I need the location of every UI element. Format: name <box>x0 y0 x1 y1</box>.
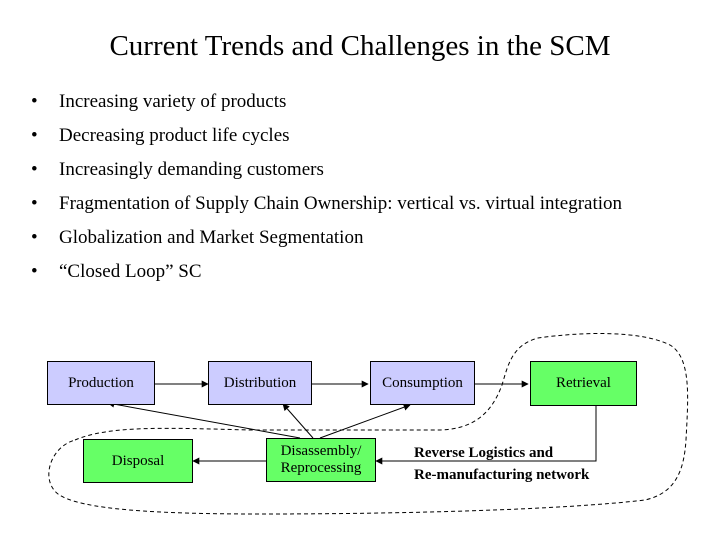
bullet-item: • “Closed Loop” SC <box>28 260 698 284</box>
production-label: Production <box>68 374 134 391</box>
bullet-item: • Increasing variety of products <box>28 90 698 114</box>
bullet-list: • Increasing variety of products • Decreas… <box>28 90 698 294</box>
reprocessing-label: Reprocessing <box>280 460 362 476</box>
arrow-disassembly-consumption <box>319 403 411 439</box>
arrow-disassembly-distribution <box>282 403 314 439</box>
disposal-box: Disposal <box>83 439 193 483</box>
arrow-retrieval-disassembly <box>375 406 597 465</box>
bullet-text: Globalization and Market Segmentation <box>59 227 364 248</box>
bullet-item: • Globalization and Market Segmentation <box>28 226 698 250</box>
disposal-label: Disposal <box>111 452 165 469</box>
bullet-marker: • <box>31 159 38 180</box>
bullet-text: Increasing variety of products <box>59 91 287 112</box>
bullet-marker: • <box>31 125 38 146</box>
retrieval-box: Retrieval <box>530 361 637 406</box>
bullet-marker: • <box>31 193 38 214</box>
bullet-item: • Decreasing product life cycles <box>28 124 698 148</box>
reverse-logistics-note: Reverse Logistics and Re-manufacturing n… <box>414 442 589 486</box>
distribution-box: Distribution <box>208 361 312 405</box>
closed-loop-outline <box>48 333 689 515</box>
bullet-text: “Closed Loop” SC <box>59 261 202 282</box>
bullet-item: • Fragmentation of Supply Chain Ownership… <box>28 192 698 216</box>
retrieval-label: Retrieval <box>556 375 611 391</box>
disassembly-box: Disassembly/ Reprocessing <box>266 438 376 482</box>
slide-title: Current Trends and Challenges in the SCM <box>109 30 611 62</box>
bullet-marker: • <box>31 227 38 248</box>
consumption-label: Consumption <box>382 374 463 391</box>
bullet-marker: • <box>31 91 38 112</box>
bullet-text: Decreasing product life cycles <box>59 125 290 146</box>
consumption-box: Consumption <box>370 361 475 405</box>
bullet-item: • Increasingly demanding customers <box>28 158 698 182</box>
arrow-disassembly-production <box>107 400 301 439</box>
distribution-label: Distribution <box>223 374 297 391</box>
bullet-text: Increasingly demanding customers <box>59 159 324 180</box>
disassembly-label: Disassembly/ <box>280 443 362 459</box>
production-box: Production <box>47 361 155 405</box>
note-line-1: Reverse Logistics and <box>414 445 554 461</box>
bullet-marker: • <box>31 261 38 282</box>
bullet-text: Fragmentation of Supply Chain Ownership:… <box>59 193 623 214</box>
note-line-2: Re-manufacturing network <box>414 467 590 483</box>
